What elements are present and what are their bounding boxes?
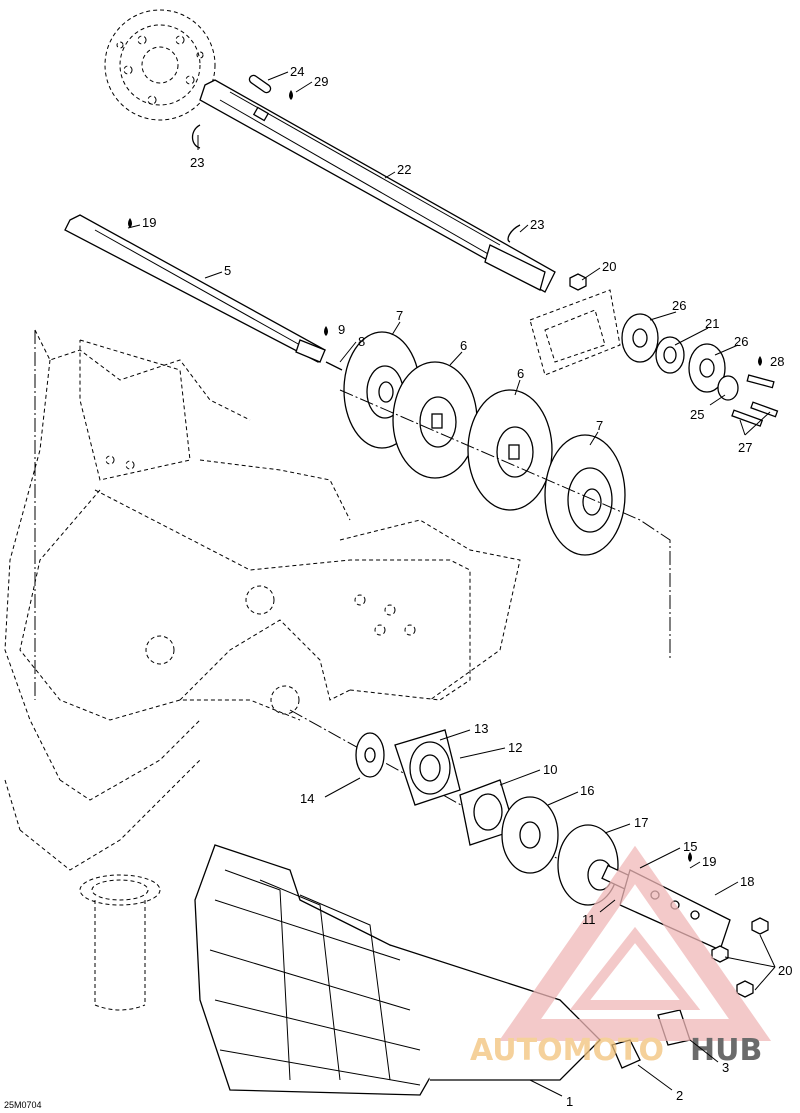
label-6-b: 6 — [517, 366, 524, 381]
callout-labels: 24 29 23 22 19 23 5 20 7 26 9 8 6 21 26 … — [142, 64, 792, 1109]
lubricant-drop-icons — [128, 90, 762, 862]
bearing-assembly-top — [529, 273, 779, 427]
watermark-text-secondary: HUB — [690, 1033, 762, 1068]
label-23-top: 23 — [190, 155, 204, 170]
leader-lines — [127, 71, 776, 1097]
bearing-assembly-lower — [355, 729, 769, 998]
sprocket-6-a — [392, 361, 478, 479]
label-8: 8 — [358, 334, 365, 349]
track-clip-2 — [611, 1039, 641, 1069]
label-9: 9 — [338, 322, 345, 337]
watermark-text-primary: AUTOMOTO — [470, 1033, 664, 1068]
label-20-lower: 20 — [778, 963, 792, 978]
label-5: 5 — [224, 263, 231, 278]
watermark-triangle-inner — [569, 926, 701, 1010]
drop-icon — [324, 326, 328, 336]
label-7-top: 7 — [396, 308, 403, 323]
label-19-top: 19 — [142, 215, 156, 230]
label-20-top: 20 — [602, 259, 616, 274]
label-15: 15 — [683, 839, 697, 854]
label-6-a: 6 — [460, 338, 467, 353]
drive-shaft-5 — [64, 214, 326, 363]
label-26-right: 26 — [734, 334, 748, 349]
circlip-23-mid — [507, 224, 521, 243]
watermark-logo: AUTOMOTO HUB — [470, 845, 772, 1068]
label-17: 17 — [634, 815, 648, 830]
watermark-triangle-outer — [498, 845, 772, 1041]
key-24 — [248, 74, 272, 94]
label-11: 11 — [582, 912, 596, 927]
label-3: 3 — [722, 1060, 729, 1075]
label-14: 14 — [300, 791, 314, 806]
sprocket-7-right — [544, 434, 626, 556]
label-29: 29 — [314, 74, 328, 89]
sprocket-6-b — [467, 389, 553, 511]
label-22: 22 — [397, 162, 411, 177]
label-10: 10 — [543, 762, 557, 777]
drop-icon — [688, 852, 692, 862]
drawing-code: 25M0704 — [4, 1100, 42, 1110]
label-23-mid: 23 — [530, 217, 544, 232]
label-7-right: 7 — [596, 418, 603, 433]
chassis-frame — [4, 329, 521, 1011]
label-24: 24 — [290, 64, 304, 79]
label-25: 25 — [690, 407, 704, 422]
drop-icon — [758, 356, 762, 366]
drive-shaft-22 — [199, 79, 556, 293]
circlip-23-top — [191, 124, 201, 149]
label-28: 28 — [770, 354, 784, 369]
label-13: 13 — [474, 721, 488, 736]
roll-pin-8 — [325, 361, 343, 371]
drop-icon — [128, 218, 132, 228]
label-2: 2 — [676, 1088, 683, 1103]
label-19-lower: 19 — [702, 854, 716, 869]
drive-track-1 — [194, 844, 601, 1096]
label-21: 21 — [705, 316, 719, 331]
brake-disc — [104, 9, 216, 121]
label-26-top: 26 — [672, 298, 686, 313]
label-16: 16 — [580, 783, 594, 798]
label-1: 1 — [566, 1094, 573, 1109]
label-18: 18 — [740, 874, 754, 889]
label-27: 27 — [738, 440, 752, 455]
label-12: 12 — [508, 740, 522, 755]
drop-icon — [289, 90, 293, 100]
